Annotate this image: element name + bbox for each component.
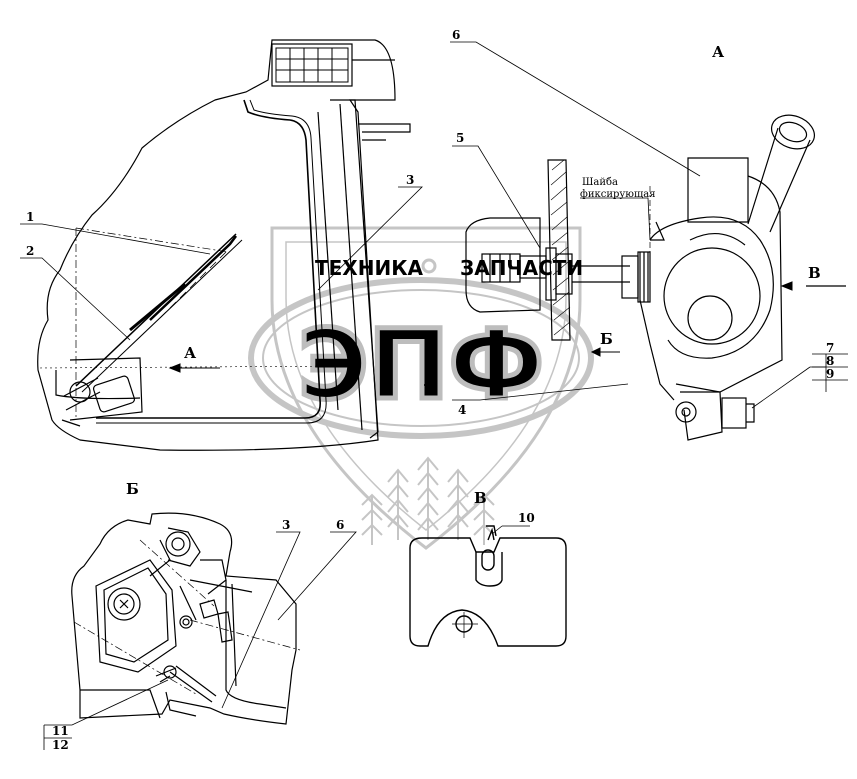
arrow-v-label: В bbox=[808, 264, 821, 282]
arrow-b-icon bbox=[590, 347, 601, 357]
callout-10: 10 bbox=[518, 511, 535, 525]
arrow-v-icon bbox=[780, 281, 793, 291]
view-v-leaders bbox=[491, 525, 530, 535]
callout-4: 4 bbox=[458, 403, 466, 417]
callout-b-6: 6 bbox=[336, 518, 344, 532]
callout-6: 6 bbox=[452, 28, 460, 42]
gear-icon bbox=[421, 258, 437, 274]
view-b-refs bbox=[73, 539, 301, 695]
labels: А Б В А Б В Шайба фиксирующая 1 2 3 4 5 … bbox=[26, 28, 834, 752]
watermark bbox=[248, 226, 594, 550]
view-a-title: А bbox=[712, 43, 725, 61]
reference-lines bbox=[75, 227, 229, 420]
view-b-leaders bbox=[43, 531, 357, 750]
annotation-line2: фиксирующая bbox=[580, 189, 656, 200]
annotation-line1: Шайба bbox=[582, 177, 618, 188]
callout-2: 2 bbox=[26, 244, 34, 258]
arrow-b-label: Б bbox=[600, 330, 613, 348]
view-v-detail bbox=[409, 525, 567, 647]
view-b-title: Б bbox=[126, 480, 139, 498]
callout-5: 5 bbox=[456, 131, 464, 145]
callout-1: 1 bbox=[26, 210, 34, 224]
callout-12: 12 bbox=[52, 738, 69, 752]
callout-3: 3 bbox=[406, 173, 414, 187]
arrow-a-label: А bbox=[184, 344, 197, 362]
callout-9: 9 bbox=[826, 367, 834, 381]
view-v-title: В bbox=[474, 489, 487, 507]
arrow-a-icon bbox=[168, 363, 181, 373]
callout-7: 7 bbox=[826, 341, 834, 355]
leader-lines bbox=[20, 41, 701, 401]
direction-arrows bbox=[168, 281, 793, 373]
wheat-ears-icon bbox=[361, 456, 495, 545]
callout-8: 8 bbox=[826, 354, 834, 368]
cab-main-view bbox=[37, 39, 432, 451]
view-a-leaders bbox=[580, 197, 848, 409]
watermark-text: ТЕХНИКА ЗАПЧАСТИ ЭПФ bbox=[296, 256, 584, 424]
watermark-text-right: ЗАПЧАСТИ bbox=[460, 256, 583, 280]
view-b-detail bbox=[71, 512, 297, 725]
callout-11: 11 bbox=[52, 724, 69, 738]
watermark-logo: ЭПФ bbox=[298, 309, 544, 421]
watermark-text-left: ТЕХНИКА bbox=[315, 256, 424, 280]
callout-b-3: 3 bbox=[282, 518, 290, 532]
view-a-detail bbox=[465, 114, 846, 441]
